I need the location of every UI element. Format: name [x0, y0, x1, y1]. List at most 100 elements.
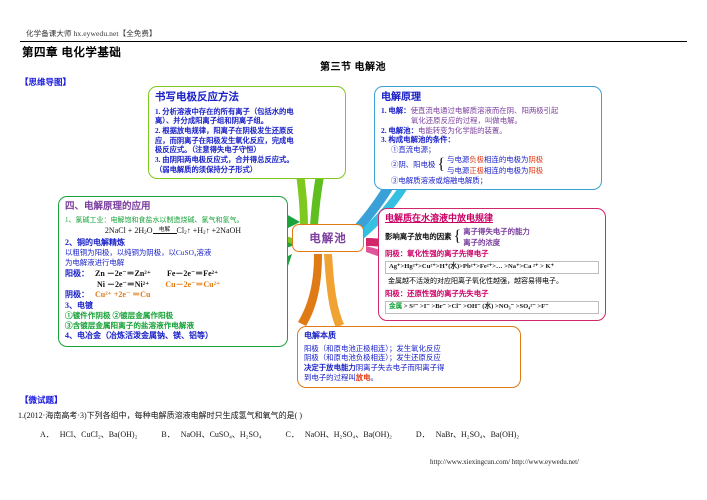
discharge-factor-a: 离子得失电子的能力: [463, 226, 530, 236]
quiz-option-c-text: NaOH、H₂SO₄、Ba(OH)₂: [304, 430, 392, 439]
essence-line-4: 到电子的过程叫放电。: [304, 373, 514, 383]
principle-cond2-label: ②阴、阳电极: [391, 160, 436, 170]
principle-item1-cont: 氧化还原反应的过程，叫做电解。: [381, 116, 595, 126]
mindmap-tag: 【思维导图】: [20, 77, 72, 87]
footer-links: http://www.xiexingcun.com/ http://www.ey…: [430, 458, 579, 466]
box-apply-title: 四、电解原理的应用: [65, 202, 151, 212]
essence-l4-c: 。: [370, 372, 378, 382]
box-discharge-title: 电解质在水溶液中放电规律: [385, 213, 599, 225]
essence-l4-b: 放电: [355, 372, 371, 382]
cond2b-pre: 与电源: [447, 165, 470, 175]
apply-cathode-label: 阴极：: [65, 290, 89, 300]
box-write-title: 书写电极反应方法: [155, 92, 239, 103]
apply-p4: 4、电冶金（冶炼活泼金属钠、镁、铝等）: [65, 331, 213, 341]
discharge-cathode-rule: 阴极：氧化性强的离子先得电子: [385, 249, 489, 259]
eq-sub1: 2: [144, 229, 147, 236]
eq-sub3: 2: [203, 229, 206, 236]
box-write-line: 3. 由阴阳两电极反应式，合并得总反应式。: [155, 154, 294, 164]
discharge-factor-group: 影响离子放电的因素 { 离子得失电子的能力 离子的浓度: [385, 227, 599, 248]
quiz-options: A． HCl、CuCl₂、Ba(OH)₂ B． NaOH、CuSO₄、H₂SO₄ C…: [40, 429, 519, 440]
cond2b-post: 相连的电极为: [484, 165, 529, 175]
center-node-electrolytic-cell[interactable]: 电解池: [292, 224, 364, 252]
cond2a-mid: 负极: [469, 155, 485, 165]
principle-cond2-a: 与电源负极相连的电极为阴极: [447, 155, 543, 165]
box-discharge-rule: 电解质在水溶液中放电规律 影响离子放电的因素 { 离子得失电子的能力 离子的浓度…: [378, 208, 606, 321]
box-write-line: 应，而阴离子在阳极发生氧化反应，完成电: [155, 135, 294, 145]
quiz-option-c[interactable]: C． NaOH、H₂SO₄、Ba(OH)₂: [286, 429, 392, 440]
brace-icon: {: [437, 155, 446, 173]
principle-item2: 2. 电解池：电能转变为化学能的装置。: [381, 126, 595, 136]
principle-cond3: ③电解质溶液或熔融电解质；: [391, 175, 488, 185]
principle-item3-label: 3. 构成电解池的条件：: [381, 135, 455, 145]
principle-item1-text-a: 使直流电通过电解质溶液而在阴、阳两极引起: [410, 106, 559, 116]
box-applications: 四、电解原理的应用 1、氯碱工业：电解饱和食盐水以制造烧碱、氯气和氢气。 2Na…: [58, 196, 288, 347]
section-title: 第三节 电解池: [320, 62, 386, 73]
essence-line-cathode: 阴极（和原电池负极相连）；发生还原反应: [304, 353, 441, 363]
principle-item1: 1. 电解：使直流电通过电解质溶液而在阴、阳两极引起: [381, 106, 595, 116]
apply-anode-label: 阳极：: [65, 268, 89, 278]
header-divider: [20, 41, 687, 42]
box-electrolysis-principle: 电解原理 1. 电解：使直流电通过电解质溶液而在阴、阳两极引起 氧化还原反应的过…: [374, 86, 602, 191]
quiz-option-d[interactable]: D． NaBr、H₂SO₄、Ba(OH)₂: [416, 429, 519, 440]
principle-item2-label: 2. 电解池：: [381, 125, 418, 135]
principle-cond1: ①直流电源；: [391, 145, 436, 155]
eq-tail: ↑ +H: [186, 225, 204, 235]
quiz-option-b[interactable]: B． NaOH、CuSO₄、H₂SO₄: [161, 429, 261, 440]
apply-p3-b: ③含镀层金属阳离子的盐溶液作电解液: [65, 321, 195, 331]
essence-l3-a: 决定于放电能力: [304, 363, 356, 373]
box-principle-title: 电解原理: [381, 92, 421, 103]
discharge-title-text: 电解质在水溶液中放电规律: [385, 213, 494, 223]
quiz-option-b-text: NaOH、CuSO₄、H₂SO₄: [180, 430, 262, 439]
discharge-anode-series: 金属 > S²⁻ >I⁻ >Br⁻ >Cl⁻ >OH⁻ (水) >NO₃⁻ >S…: [385, 300, 599, 314]
discharge-anode-rule: 阳极：还原性强的离子先失电子: [385, 289, 489, 299]
apply-p2-a: 以粗铜为阳极，以纯铜为阴极，以CuSO₄溶液: [65, 248, 212, 258]
cond2b-end: 阳极: [528, 165, 544, 175]
eq-cu: Cu－2e⁻＝Cu²⁺: [165, 279, 221, 289]
apply-p2-title: 2、铜的电解精炼: [65, 237, 125, 247]
discharge-cathode-note: 金属越不活泼的对应阳离子氧化性越强，越容易得电子。: [388, 276, 563, 285]
box-write-line: 离）、并分成阳离子组和阴离子组。: [155, 116, 269, 126]
center-node-label: 电解池: [309, 233, 347, 245]
apply-anode-row2: Ni －2e⁻＝Ni²⁺ Cu－2e⁻＝Cu²⁺: [65, 280, 281, 291]
principle-item1-text-b: 氧化还原反应的过程，叫做电解。: [411, 115, 522, 125]
quiz-option-a-key: A．: [40, 430, 54, 439]
apply-p1: 1、氯碱工业：电解饱和食盐水以制造烧碱、氯气和氢气。: [65, 215, 244, 224]
eq-tail2: ↑ +2NaOH: [205, 225, 242, 235]
anode-series-metal: 金属: [389, 302, 403, 310]
box-essence-title: 电解本质: [304, 331, 336, 340]
principle-item2-text: 电能转变为化学能的装置。: [417, 125, 507, 135]
discharge-factor-b: 离子的浓度: [463, 237, 501, 247]
eq-fe: Fe－2e⁻＝Fe²⁺: [166, 268, 219, 278]
chapter-title: 第四章 电化学基础: [22, 47, 122, 59]
apply-p3-a: ①镀件作阴极 ②镀层金属作阳极: [65, 311, 174, 321]
quiz-option-c-key: C．: [285, 430, 299, 439]
essence-l3-b: 阴离子失去电子而阳离子得: [355, 363, 445, 373]
apply-anode-row1: 阳极： Zn －2e⁻＝Zn²⁺ Fe－2e⁻＝Fe²⁺: [65, 269, 281, 280]
quiz-option-a[interactable]: A． HCl、CuCl₂、Ba(OH)₂: [40, 429, 137, 440]
box-write-line: （弱电解质的须保持分子形式）: [155, 164, 258, 174]
quiz-option-d-text: NaBr、H₂SO₄、Ba(OH)₂: [435, 430, 520, 439]
eq-mid: O: [146, 225, 153, 235]
quiz-stem: 1.(2012·海南高考·3)下列各组中，每种电解质溶液电解时只生成氢气和氧气的…: [18, 411, 302, 420]
eq-cu-reduction: Cu²⁺ +2e⁻ ＝Cu: [95, 290, 151, 300]
eq-condition: 电解: [158, 226, 171, 233]
principle-item1-label: 1. 电解：: [381, 106, 411, 116]
quiz-tag: 【微试题】: [20, 395, 63, 405]
quiz-option-a-text: HCl、CuCl₂、Ba(OH)₂: [59, 430, 138, 439]
box-write-line: 极反应式。（注意得失电子守恒）: [155, 145, 261, 155]
quiz-option-b-key: B．: [161, 430, 175, 439]
essence-line-3: 决定于放电能力阴离子失去电子而阳离子得: [304, 363, 514, 373]
cond2a-post: 相连的电极为: [484, 155, 529, 165]
eq-zn: Zn －2e⁻＝Zn²⁺: [95, 268, 151, 278]
brace-icon: {: [453, 227, 462, 245]
apply-p3-title: 3、电镀: [65, 300, 93, 310]
box-electrolysis-essence: 电解本质 阳极（和原电池正极相连）；发生氧化反应 阴极（和原电池负极相连）；发生…: [297, 326, 521, 388]
essence-line-anode: 阳极（和原电池正极相连）；发生氧化反应: [304, 343, 441, 353]
apply-cathode-row: 阴极： Cu²⁺ +2e⁻ ＝Cu: [65, 290, 281, 301]
principle-cond2-b: 与电源正极相连的电极为阳极: [447, 166, 543, 176]
quiz-option-d-key: D．: [415, 430, 430, 439]
box-write-line: 2. 根据放电规律，阳离子在阴极发生还原反: [155, 126, 294, 136]
cond2b-mid: 正极: [469, 165, 485, 175]
